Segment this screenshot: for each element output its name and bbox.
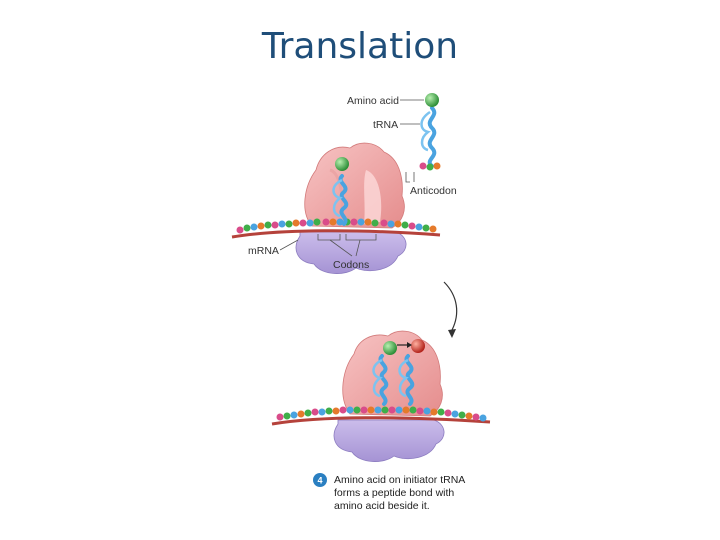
trna-label: tRNA <box>373 119 398 131</box>
free-trna <box>420 93 441 171</box>
top-panel: Amino acid tRNA Anticodon mRNA Codons <box>232 93 457 274</box>
caption-line-1: Amino acid on initiator tRNA <box>334 474 465 486</box>
large-subunit-top <box>305 143 405 228</box>
amino-acid-green-free <box>425 93 439 107</box>
curved-arrow-down-icon <box>444 282 457 330</box>
small-subunit-bottom <box>334 420 444 462</box>
mrna-label: mRNA <box>248 245 279 257</box>
amino-acid-red-bottom <box>411 339 425 353</box>
amino-acid-label: Amino acid <box>347 95 399 107</box>
step-number: 4 <box>317 476 322 486</box>
codons-label: Codons <box>333 259 369 271</box>
caption-line-2: forms a peptide bond with <box>334 487 454 499</box>
caption-line-3: amino acid beside it. <box>334 500 430 512</box>
amino-acid-green-bottom <box>383 341 397 355</box>
bottom-panel <box>272 331 490 462</box>
amino-acid-green-top <box>335 157 349 171</box>
anticodon-label: Anticodon <box>410 185 457 197</box>
step-caption: 4 Amino acid on initiator tRNA forms a p… <box>313 473 465 512</box>
